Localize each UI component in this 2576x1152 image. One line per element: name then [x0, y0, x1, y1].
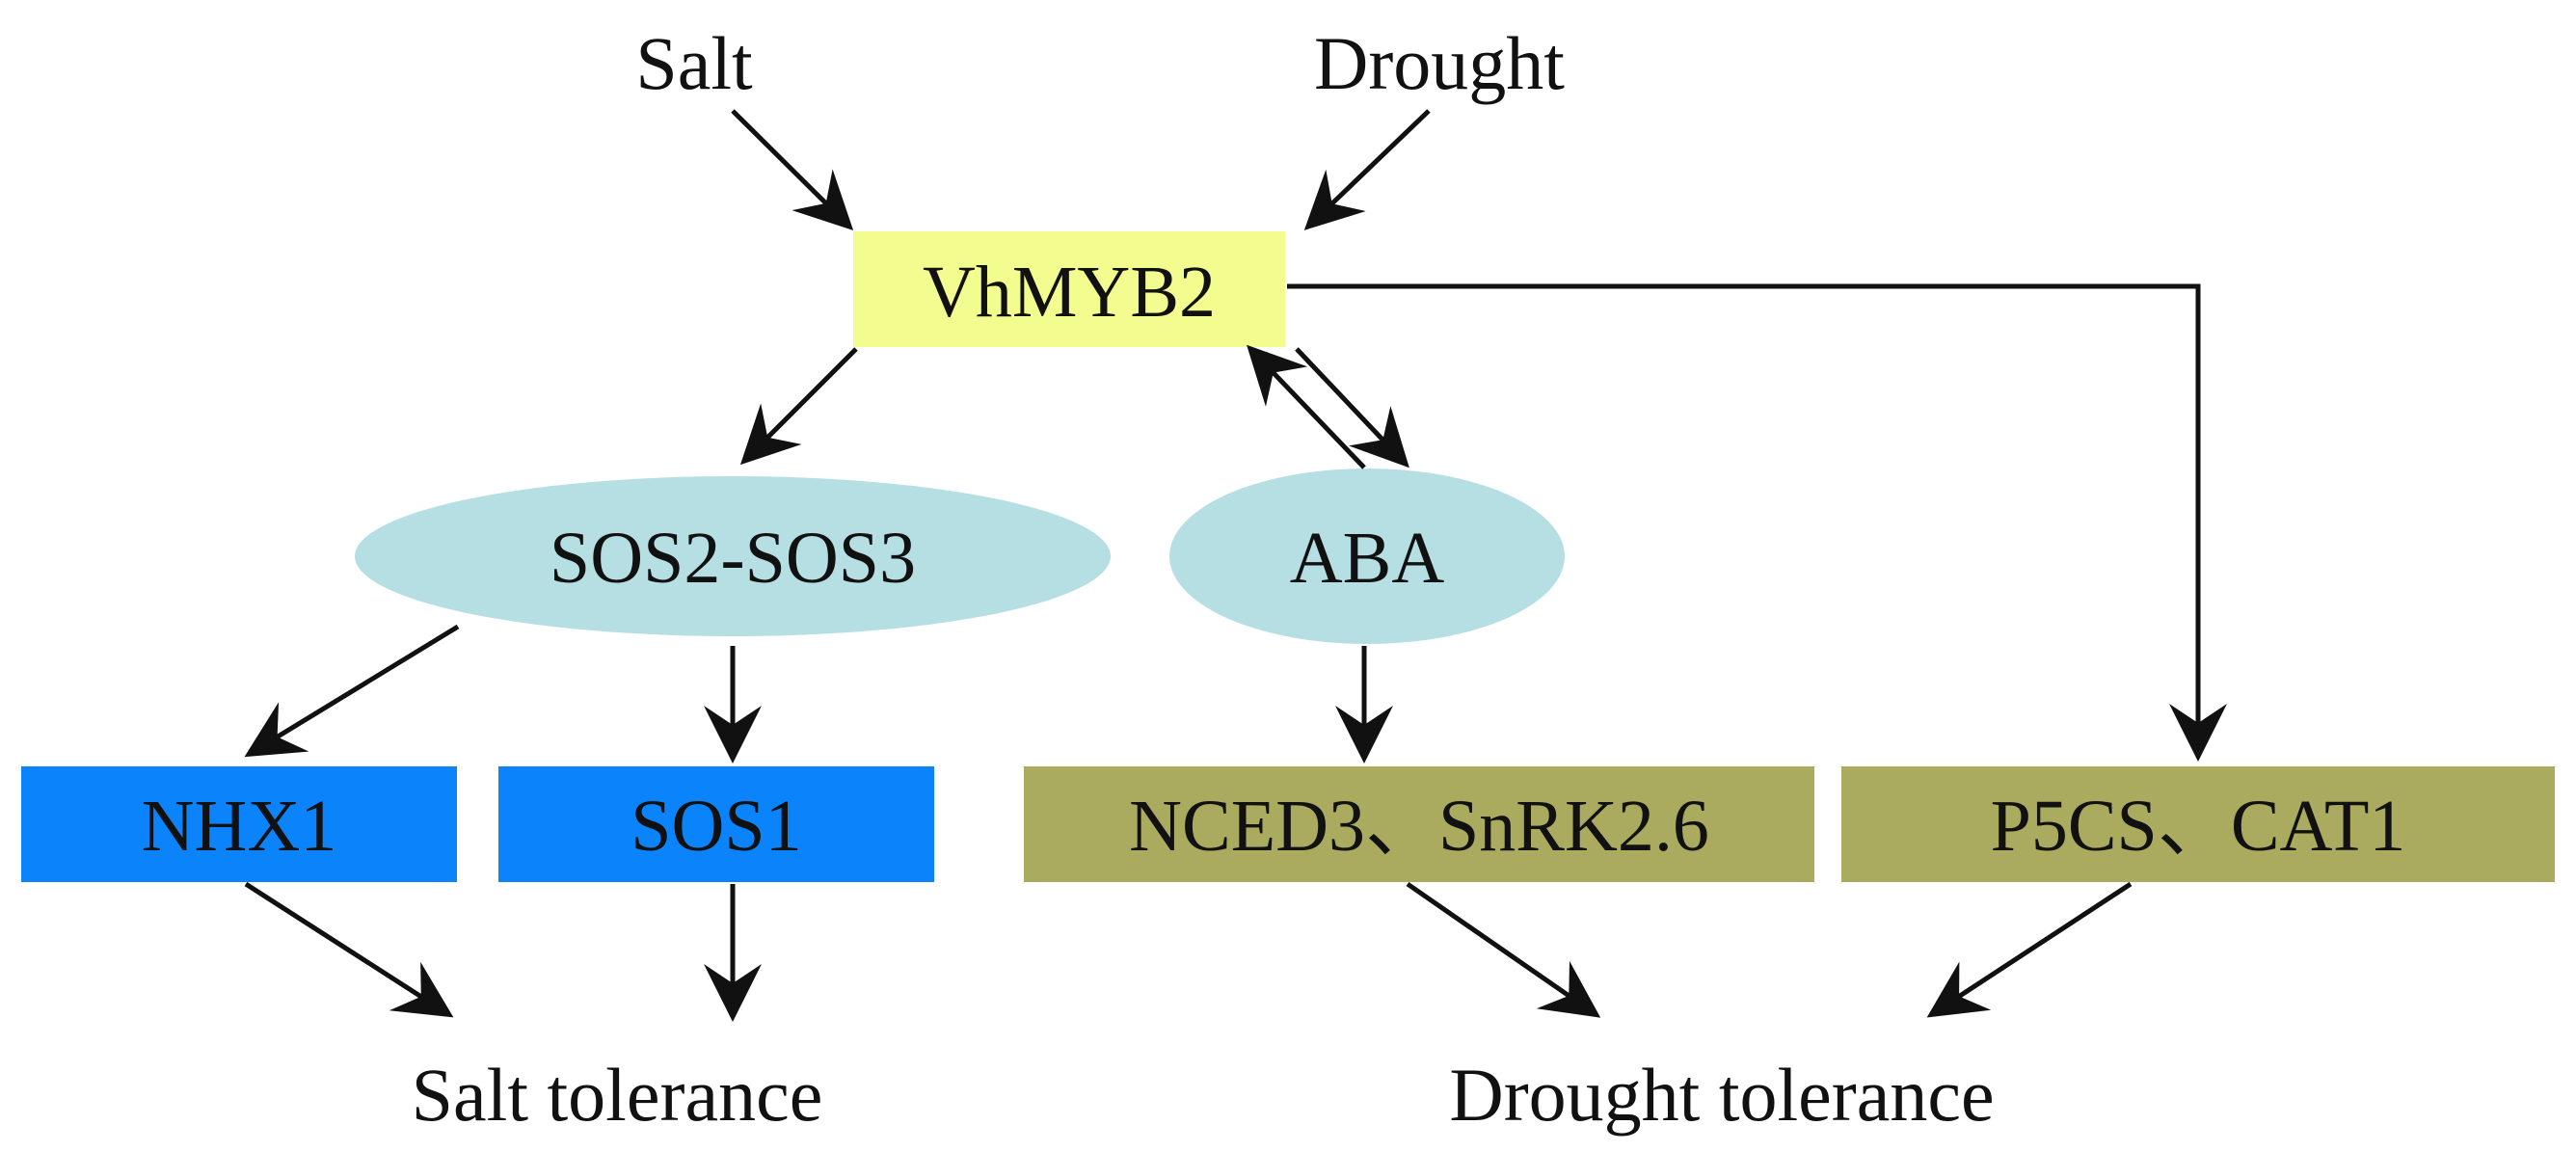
arrow-p5cs-cat1-to-drought-tolerance	[1926, 881, 2133, 1018]
sos1-node: SOS1	[498, 766, 934, 882]
arrow-sos2-sos3-to-nhx1	[244, 624, 460, 758]
arrow-vhmyb2-to-p5cs-cat1	[1287, 283, 2227, 762]
p5cs-cat1-node: P5CS、CAT1	[1841, 766, 2555, 882]
aba-node: ABA	[1169, 469, 1565, 644]
nhx1-label: NHX1	[142, 786, 337, 867]
drought-tolerance-label: Drought tolerance	[1449, 1053, 1994, 1137]
sos2-sos3-ellipse	[355, 476, 1111, 636]
sos1-label: SOS1	[631, 786, 801, 867]
sos2-sos3-label: SOS2-SOS3	[550, 518, 916, 599]
nhx1-box	[21, 766, 457, 882]
arrow-vhmyb2-to-aba	[1295, 347, 1409, 469]
arrow-nced3-snrk-to-drought-tolerance	[1406, 881, 1601, 1018]
nced3-snrk-node: NCED3、SnRK2.6	[1024, 766, 1814, 882]
vhmyb2-box	[853, 231, 1285, 347]
aba-ellipse	[1169, 469, 1565, 644]
arrow-salt-to-vhmyb2	[731, 109, 854, 231]
vhmyb2-label: VhMYB2	[923, 252, 1216, 333]
arrow-drought-to-vhmyb2	[1303, 109, 1431, 230]
salt-tolerance-label: Salt tolerance	[412, 1053, 823, 1137]
sos1-box	[498, 766, 934, 882]
nhx1-node: NHX1	[21, 766, 457, 882]
aba-label: ABA	[1290, 518, 1445, 599]
sos2-sos3-node: SOS2-SOS3	[355, 476, 1111, 636]
drought-input-label: Drought	[1314, 21, 1565, 105]
salt-input-label: Salt	[635, 21, 753, 105]
nced3-snrk-label: NCED3、SnRK2.6	[1129, 786, 1709, 867]
arrow-nhx1-to-salt-tolerance	[244, 881, 454, 1018]
nced3-snrk-box	[1024, 766, 1814, 882]
arrow-aba-to-vhmyb2	[1247, 344, 1366, 469]
arrow-vhmyb2-to-sos2-sos3	[739, 347, 858, 466]
edges	[244, 109, 2227, 1022]
vhmyb2-node: VhMYB2	[853, 231, 1285, 347]
p5cs-cat1-label: P5CS、CAT1	[1991, 786, 2406, 867]
p5cs-cat1-box	[1841, 766, 2555, 882]
